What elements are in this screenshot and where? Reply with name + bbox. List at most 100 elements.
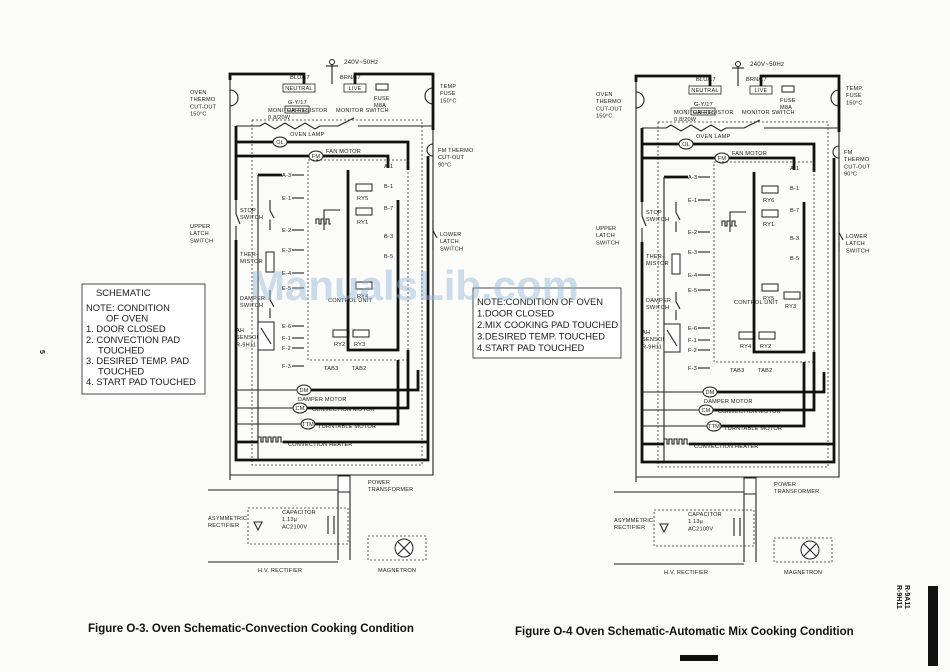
convection-heater-label: CONVECTION HEATER xyxy=(288,442,353,448)
terminal-tab2: TAB2 xyxy=(352,366,366,372)
relay-ry4 xyxy=(355,281,373,290)
neutral-box: NEUTRAL xyxy=(691,88,719,94)
watermark: ManualsLib.com xyxy=(250,262,579,309)
relay-ry6 xyxy=(761,185,779,194)
page-edge-tab xyxy=(928,586,938,666)
terminal-e-6: E-6 xyxy=(282,324,291,330)
relay-ry1 xyxy=(355,207,373,216)
note-line: 4. START PAD TOUCHED xyxy=(86,376,196,387)
convection-motor-label: CM xyxy=(701,408,710,414)
terminal-b-1: B-1 xyxy=(790,186,799,192)
page-footer-mark xyxy=(680,655,718,661)
model-label: R-9A11R-9H11 xyxy=(895,585,910,609)
relay-ry1 xyxy=(761,209,779,218)
transformer-symbol xyxy=(743,477,757,495)
turntable-motor-label: TTM xyxy=(708,424,720,430)
turntable-motor-label: TURNTABLE MOTOR xyxy=(318,424,376,430)
terminal-e-4: E-4 xyxy=(282,271,291,277)
power-label: 240V~50Hz xyxy=(344,59,378,66)
live-box: LIVE xyxy=(349,86,362,92)
damper-motor-label: DM xyxy=(705,390,714,396)
fan-motor-label: FM xyxy=(312,154,321,160)
control-unit-label: CONTROL UNIT xyxy=(734,300,779,306)
relay-ry2 xyxy=(758,331,776,340)
terminal-e-5: E-5 xyxy=(688,288,697,294)
relay-label-ry5: RY5 xyxy=(763,296,774,302)
terminal-tab2: TAB2 xyxy=(758,368,772,374)
terminal-f-3: F-3 xyxy=(282,364,291,370)
relay-label-ry2: RY2 xyxy=(334,342,345,348)
relay-label-ry3: RY3 xyxy=(785,304,796,310)
magnetron-label: MAGNETRON xyxy=(378,568,416,574)
thermistor-symbol xyxy=(265,251,275,273)
turntable-motor-label: TTM xyxy=(302,422,314,428)
terminal-f-1: F-1 xyxy=(688,338,697,344)
damper-motor-label: DM xyxy=(299,388,308,394)
asym-rectifier-symbol xyxy=(253,521,263,532)
relay-label-ry4: RY4 xyxy=(740,344,751,350)
power-label: 240V~50Hz xyxy=(750,61,784,68)
oven-lamp-label: OL xyxy=(276,140,284,146)
terminal-b-3: B-3 xyxy=(790,236,799,242)
figure-caption: Figure O-3. Oven Schematic-Convection Co… xyxy=(88,623,414,635)
terminal-b-7: B-7 xyxy=(790,208,799,214)
note-line: 4.START PAD TOUCHED xyxy=(477,342,585,353)
convection-motor-label: CONVECTION MOTOR xyxy=(312,407,375,413)
terminal-a-3: A-3 xyxy=(688,175,697,181)
terminal-a-1: A-1 xyxy=(384,164,393,170)
note-line: NOTE:CONDITION OF OVEN xyxy=(477,296,603,307)
terminal-b-5: B-5 xyxy=(384,254,393,260)
relay-label-ry6: RY6 xyxy=(763,198,774,204)
wire-brn: BRN/17 xyxy=(746,77,767,83)
note-line: TOUCHED xyxy=(98,344,144,355)
oven-lamp-label: OVEN LAMP xyxy=(696,134,731,140)
note-frame xyxy=(81,283,206,395)
note-line: TOUCHED xyxy=(98,366,144,377)
terminal-e-1: E-1 xyxy=(688,198,697,204)
relay-ry5 xyxy=(355,183,373,192)
relay-ry3 xyxy=(783,291,801,300)
terminal-f-1: F-1 xyxy=(282,336,291,342)
relay-label-ry2: RY2 xyxy=(760,344,771,350)
plug-icon xyxy=(735,61,741,67)
terminal-e-6: E-6 xyxy=(688,326,697,332)
fan-motor-label: FM xyxy=(718,156,727,162)
convection-motor-label: CONVECTION MOTOR xyxy=(718,409,781,415)
note-title: SCHEMATIC xyxy=(96,287,151,298)
terminal-f-3: F-3 xyxy=(688,366,697,372)
terminal-e-3: E-3 xyxy=(282,248,291,254)
terminal-f-2: F-2 xyxy=(688,348,697,354)
figure-caption: Figure O-4 Oven Schematic-Automatic Mix … xyxy=(515,626,854,638)
earth-box: EARTH xyxy=(693,110,713,116)
relay-label-ry3: RY3 xyxy=(354,342,365,348)
relay-ry3 xyxy=(352,329,370,338)
wire-gy: G-Y/17 xyxy=(288,100,307,106)
note-frame xyxy=(472,287,622,359)
terminal-e-1: E-1 xyxy=(282,196,291,202)
note-line: 1. DOOR CLOSED xyxy=(86,323,166,334)
terminal-f-2: F-2 xyxy=(282,346,291,352)
terminal-e-4: E-4 xyxy=(688,273,697,279)
thermistor-label: THER-MISTOR xyxy=(240,252,263,265)
note-line: 3. DESIRED TEMP. PAD xyxy=(86,355,189,366)
terminal-e-3: E-3 xyxy=(688,250,697,256)
control-unit-label: CONTROL UNIT xyxy=(328,298,373,304)
monitor-switch-label: MONITOR SWITCH xyxy=(742,110,795,116)
